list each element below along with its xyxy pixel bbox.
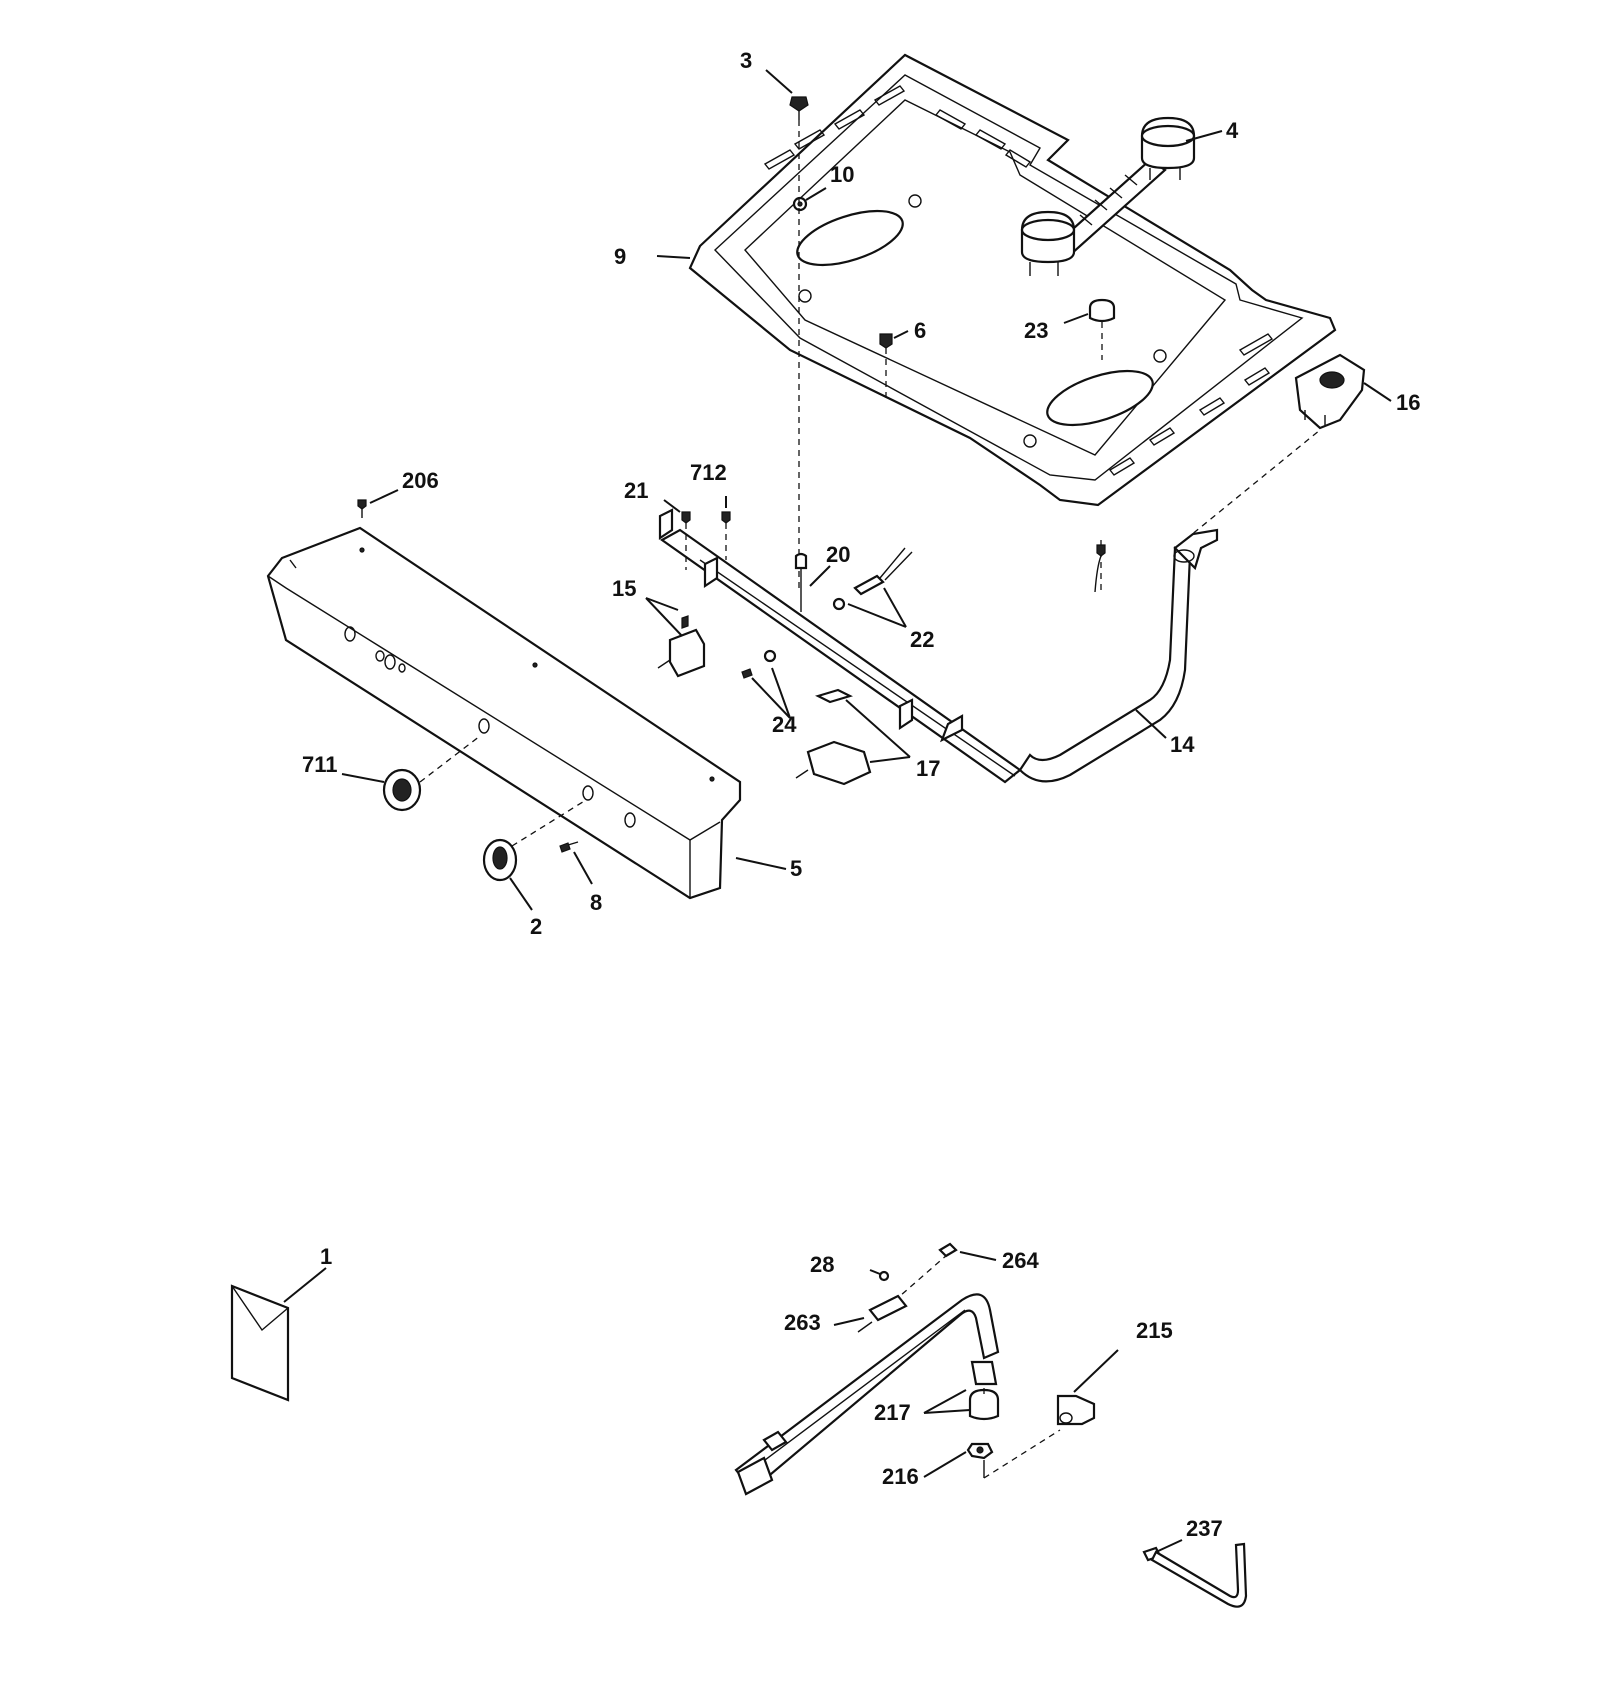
callout-labels: 3 4 10 9 6 23 16 206 21 712 20 15 22 24 … [302,48,1420,1541]
callout-5: 5 [790,856,802,881]
callout-206: 206 [402,468,439,493]
callout-712: 712 [690,460,727,485]
knobs [357,499,587,882]
callout-217: 217 [874,1400,911,1425]
callout-24: 24 [772,712,797,737]
callout-6: 6 [914,318,926,343]
callout-264: 264 [1002,1248,1039,1273]
envelope [230,1284,290,1402]
callout-216: 216 [882,1464,919,1489]
oven-burner [734,1242,1096,1496]
burner-box-hardware [789,96,1116,590]
callout-20: 20 [826,542,850,567]
top-burners [1020,116,1196,276]
callout-1: 1 [320,1244,332,1269]
callout-2: 2 [530,914,542,939]
callout-9: 9 [614,244,626,269]
callout-10: 10 [830,162,854,187]
callout-17: 17 [916,756,940,781]
tube [1142,1542,1248,1608]
callout-23: 23 [1024,318,1048,343]
callout-14: 14 [1170,732,1195,757]
callout-711: 711 [302,752,338,777]
callout-8: 8 [590,890,602,915]
callout-263: 263 [784,1310,821,1335]
callout-15: 15 [612,576,636,601]
callout-21: 21 [624,478,648,503]
callout-22: 22 [910,627,934,652]
bracket [1294,353,1366,430]
callout-28: 28 [810,1252,834,1277]
callout-215: 215 [1136,1318,1173,1343]
manifold-rail [657,429,1321,786]
callout-3: 3 [740,48,752,73]
leader-lines [283,69,1392,1553]
burner-box [688,53,1337,507]
manifold-panel [266,526,742,900]
callout-237: 237 [1186,1516,1223,1541]
callout-4: 4 [1226,118,1239,143]
callout-16: 16 [1396,390,1420,415]
